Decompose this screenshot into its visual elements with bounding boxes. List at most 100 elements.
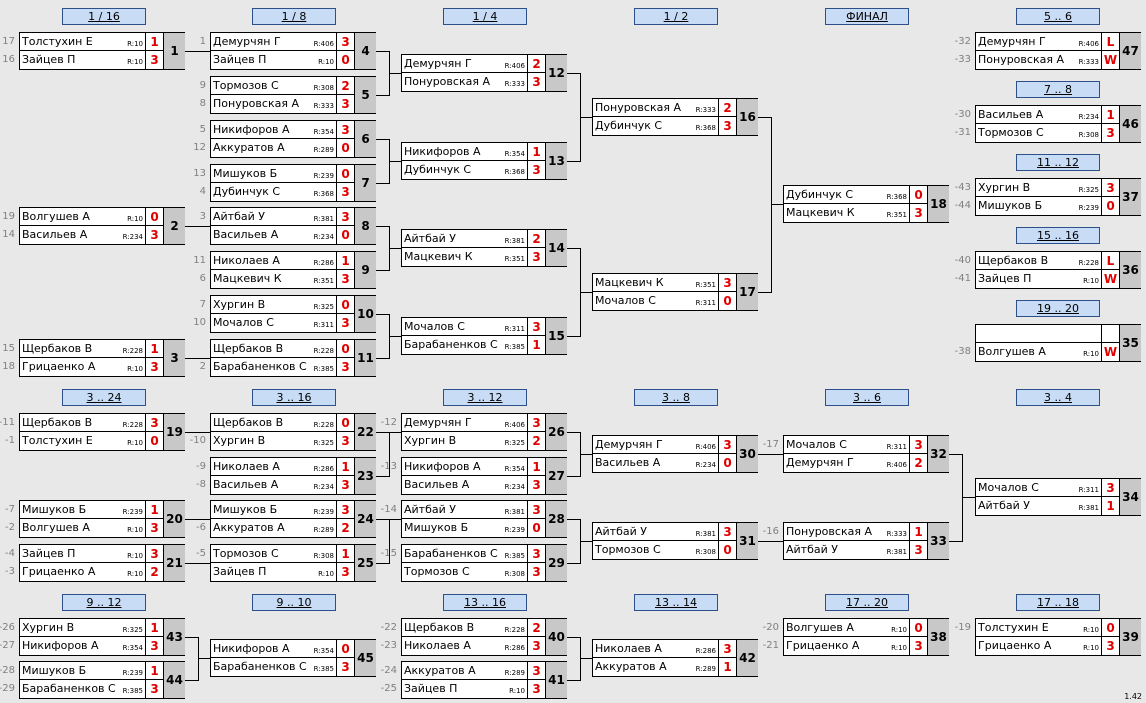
player-row[interactable]: [976, 325, 1101, 343]
round-header[interactable]: 3 .. 6: [825, 389, 909, 406]
round-header[interactable]: 15 .. 16: [1016, 227, 1100, 244]
round-header[interactable]: 9 .. 12: [62, 594, 146, 611]
round-header[interactable]: ФИНАЛ: [825, 8, 909, 25]
round-header[interactable]: 7 .. 8: [1016, 81, 1100, 98]
round-header[interactable]: 1 / 2: [634, 8, 718, 25]
round-header[interactable]: 3 .. 16: [252, 389, 336, 406]
round-header[interactable]: 3 .. 8: [634, 389, 718, 406]
round-header[interactable]: 5 .. 6: [1016, 8, 1100, 25]
round-header[interactable]: 13 .. 14: [634, 594, 718, 611]
round-header[interactable]: 1 / 8: [252, 8, 336, 25]
round-header[interactable]: 17 .. 18: [1016, 594, 1100, 611]
round-header[interactable]: 9 .. 10: [252, 594, 336, 611]
round-header[interactable]: 11 .. 12: [1016, 154, 1100, 171]
round-header[interactable]: 3 .. 12: [443, 389, 527, 406]
round-header[interactable]: 13 .. 16: [443, 594, 527, 611]
round-header[interactable]: 1 / 16: [62, 8, 146, 25]
round-header[interactable]: 3 .. 4: [1016, 389, 1100, 406]
